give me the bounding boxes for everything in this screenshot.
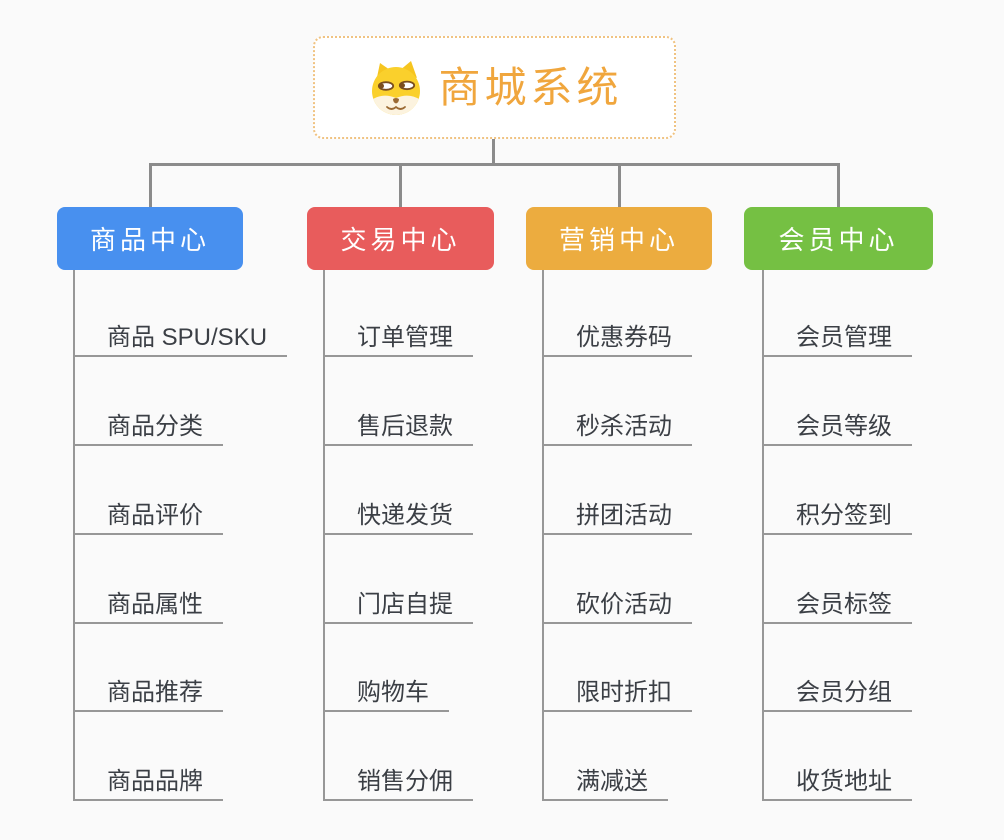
connector-leaf-line-3 [542,270,544,801]
doge-icon [366,59,426,117]
leaf-node[interactable]: 会员等级 [762,400,912,446]
leaf-node[interactable]: 商品推荐 [73,666,223,712]
root-title: 商城系统 [438,63,623,111]
connector-root-stub [492,139,495,166]
root-node[interactable]: 商城系统 [313,36,676,139]
leaf-node[interactable]: 拼团活动 [542,489,692,535]
leaf-node[interactable]: 商品品牌 [73,755,223,801]
branch-node-4[interactable]: 会员中心 [744,207,933,270]
connector-leaf-line-4 [762,270,764,801]
leaf-node[interactable]: 商品属性 [73,578,223,624]
leaf-node[interactable]: 会员标签 [762,578,912,624]
branch-node-2[interactable]: 交易中心 [307,207,494,270]
leaf-node[interactable]: 积分签到 [762,489,912,535]
leaf-node[interactable]: 购物车 [323,666,449,712]
leaf-node[interactable]: 优惠券码 [542,311,692,357]
connector-branch-stub-2 [399,163,402,207]
leaf-node[interactable]: 会员分组 [762,666,912,712]
leaf-node[interactable]: 售后退款 [323,400,473,446]
leaf-node[interactable]: 门店自提 [323,578,473,624]
connector-leaf-line-1 [73,270,75,801]
leaf-node[interactable]: 会员管理 [762,311,912,357]
leaf-node[interactable]: 商品评价 [73,489,223,535]
leaf-node[interactable]: 订单管理 [323,311,473,357]
connector-branch-stub-1 [148,163,152,207]
connector-leaf-line-2 [323,270,325,801]
leaf-node[interactable]: 砍价活动 [542,578,692,624]
connector-branch-stub-4 [837,163,840,207]
leaf-node[interactable]: 快递发货 [323,489,473,535]
connector-branch-stub-3 [617,163,621,207]
branch-node-1[interactable]: 商品中心 [57,207,243,270]
leaf-node[interactable]: 限时折扣 [542,666,692,712]
leaf-node[interactable]: 满减送 [542,755,668,801]
leaf-node[interactable]: 销售分佣 [323,755,473,801]
connector-rail [149,163,839,166]
leaf-node[interactable]: 商品分类 [73,400,223,446]
leaf-node[interactable]: 收货地址 [762,755,912,801]
branch-node-3[interactable]: 营销中心 [526,207,712,270]
leaf-node[interactable]: 商品 SPU/SKU [73,311,288,357]
leaf-node[interactable]: 秒杀活动 [542,400,692,446]
